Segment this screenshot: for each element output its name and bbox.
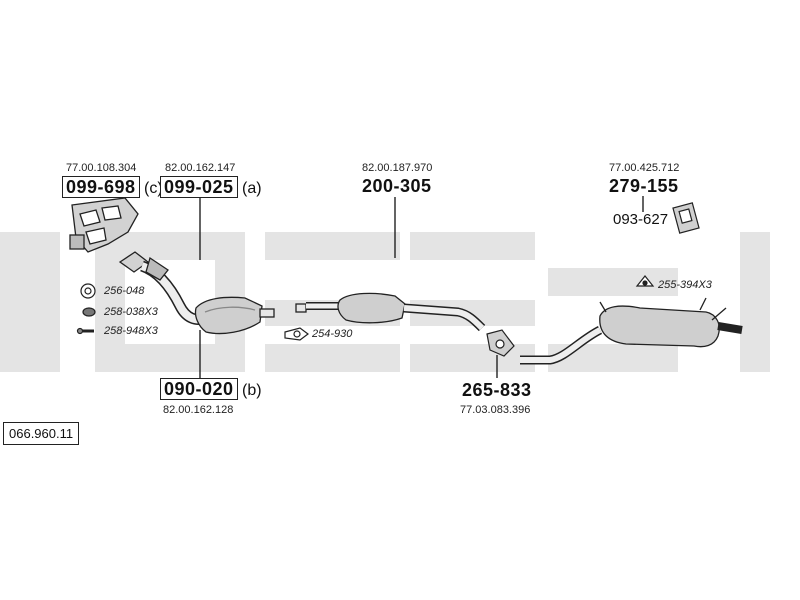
part-number-front-pipe: 099-025 bbox=[160, 176, 238, 198]
label-spring: 258-038X3 bbox=[104, 306, 158, 318]
part-number-center-silencer: 200-305 bbox=[362, 176, 432, 196]
manifold-part bbox=[69, 197, 139, 253]
diagram-reference: 066.960.11 bbox=[3, 422, 80, 445]
center-silencer-part bbox=[295, 292, 486, 332]
oem-number-center-silencer: 82.00.187.970 bbox=[362, 162, 433, 174]
flange-gasket-part bbox=[284, 327, 309, 341]
oem-number-catalyst: 82.00.162.128 bbox=[163, 404, 234, 416]
callout-front-pipe: 099-025 (a) bbox=[160, 176, 262, 198]
suffix-manifold: (c) bbox=[144, 180, 163, 197]
suffix-catalyst: (b) bbox=[242, 382, 262, 399]
label-gasket-ring: 256-048 bbox=[104, 285, 145, 297]
part-number-catalyst: 090-020 bbox=[160, 378, 238, 400]
heat-shield-part bbox=[672, 202, 700, 234]
oem-number-manifold: 77.00.108.304 bbox=[66, 162, 137, 174]
catalyst-part bbox=[194, 296, 275, 335]
label-rubber-mount: 255-394X3 bbox=[658, 279, 712, 291]
oem-number-clamp: 77.03.083.396 bbox=[460, 404, 531, 416]
oem-number-front-pipe: 82.00.162.147 bbox=[165, 162, 236, 174]
part-number-heat-shield: 093-627 bbox=[613, 211, 669, 228]
rear-silencer-part bbox=[520, 297, 743, 365]
spring-icon bbox=[82, 307, 96, 317]
part-number-manifold: 099-698 bbox=[62, 176, 140, 198]
label-flange-gasket: 254-930 bbox=[312, 328, 353, 340]
part-number-clamp: 265-833 bbox=[462, 380, 532, 400]
part-number-rear-silencer: 279-155 bbox=[609, 176, 679, 196]
callout-catalyst: 090-020 (b) bbox=[160, 378, 262, 400]
callout-manifold: 099-698 (c) bbox=[62, 176, 163, 198]
oem-number-rear-silencer: 77.00.425.712 bbox=[609, 162, 680, 174]
clamp-part bbox=[486, 329, 515, 357]
suffix-front-pipe: (a) bbox=[242, 180, 262, 197]
label-bolt: 258-948X3 bbox=[104, 325, 158, 337]
